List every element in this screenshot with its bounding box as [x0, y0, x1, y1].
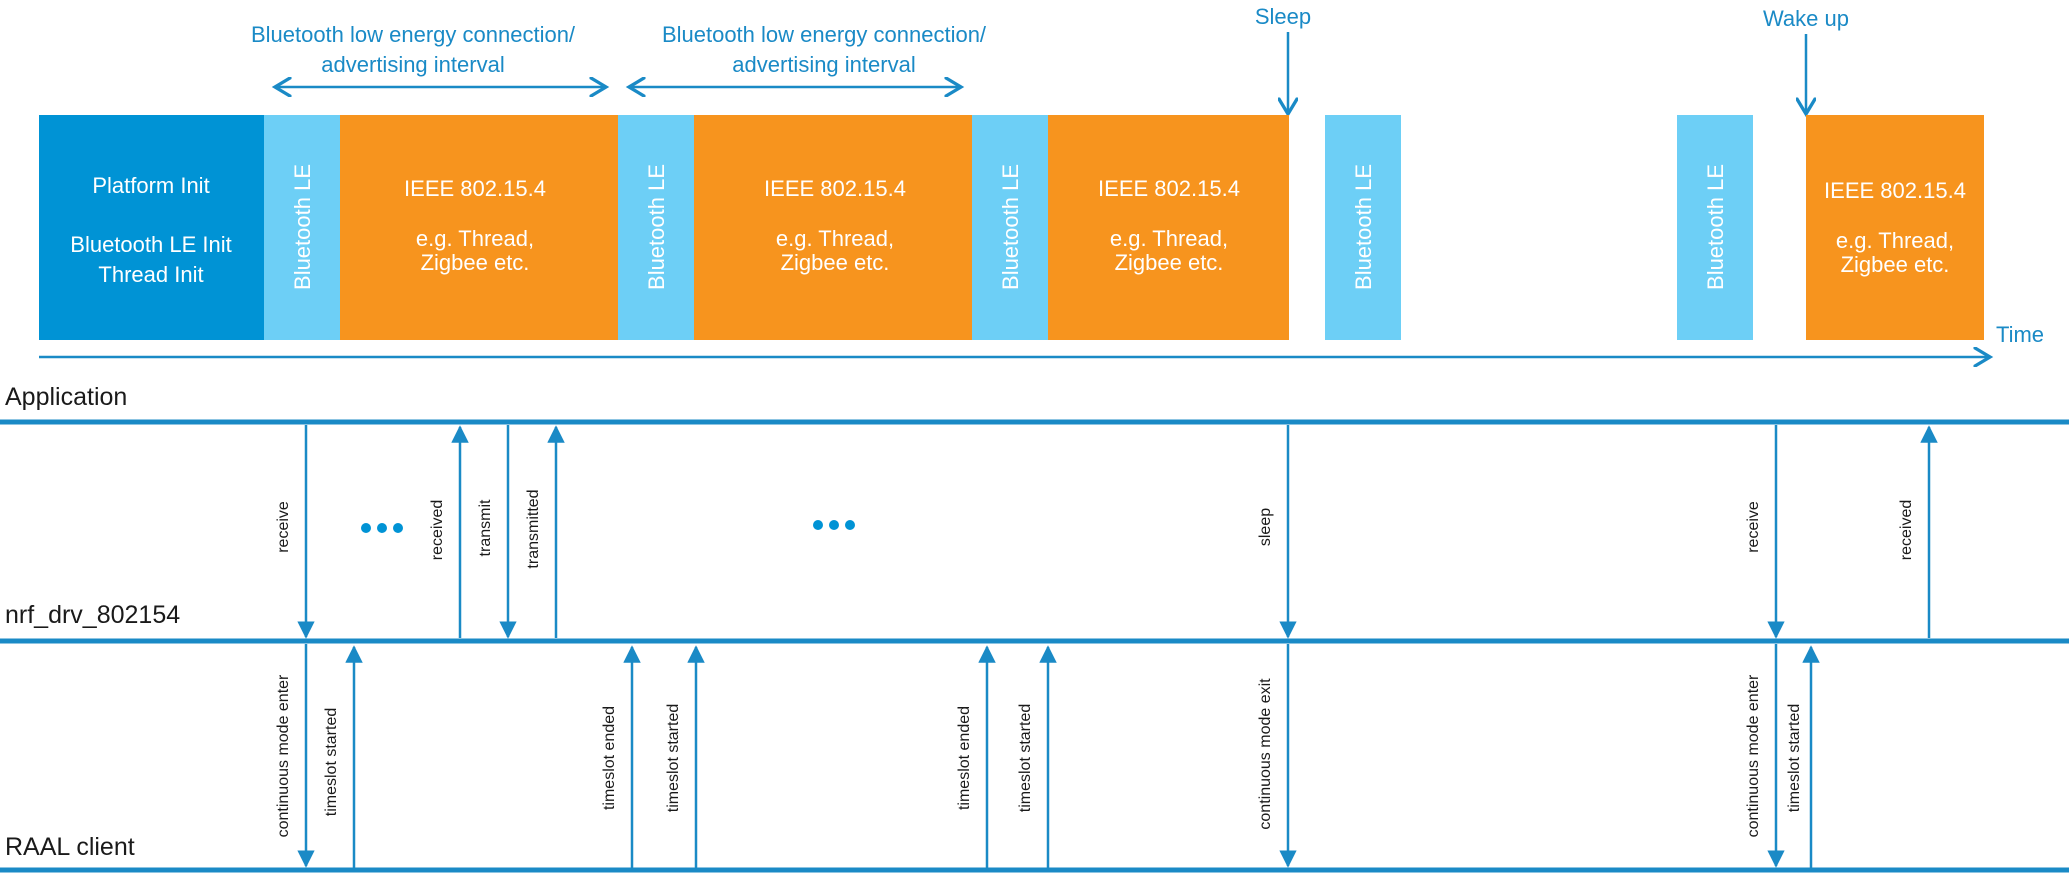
interval-label-2-line2: advertising interval: [732, 52, 915, 77]
msg-label-receive-2: receive: [1745, 501, 1762, 553]
msg-label-timeslot-started-1: timeslot started: [323, 708, 340, 816]
ieee-block-3: [1048, 115, 1289, 340]
msg-label-timeslot-started-2: timeslot started: [665, 704, 682, 812]
ble-block-1: [264, 115, 340, 340]
ieee-block-2-line2: e.g. Thread,: [776, 226, 894, 251]
ieee-block-2: [694, 115, 972, 340]
ieee-block-3-line2: e.g. Thread,: [1110, 226, 1228, 251]
ieee-block-2-line1: IEEE 802.15.4: [764, 176, 906, 201]
msg-label-receive-1: receive: [275, 501, 292, 553]
msg-label-continuous-mode-exit: continuous mode exit: [1257, 678, 1274, 830]
init-block-line3: Thread Init: [98, 262, 203, 287]
msg-label-received-1: received: [429, 500, 446, 560]
init-block: [39, 115, 264, 340]
ble-block-2: [618, 115, 694, 340]
time-axis-label: Time: [1996, 322, 2044, 347]
ble-block-3-label: Bluetooth LE: [998, 164, 1023, 290]
ble-block-5-label: Bluetooth LE: [1703, 164, 1728, 290]
msg-label-transmitted: transmitted: [525, 489, 542, 568]
ieee-block-4-line3: Zigbee etc.: [1841, 252, 1950, 277]
ble-block-4-label: Bluetooth LE: [1351, 164, 1376, 290]
ieee-block-4-line2: e.g. Thread,: [1836, 228, 1954, 253]
interval-label-2-line1: Bluetooth low energy connection/: [662, 22, 987, 47]
ellipsis-icon: [361, 523, 403, 533]
sleep-label: Sleep: [1255, 4, 1311, 29]
ble-block-2-label: Bluetooth LE: [644, 164, 669, 290]
msg-label-timeslot-started-4: timeslot started: [1786, 704, 1803, 812]
ellipsis-icon: [813, 520, 855, 530]
ieee-block-3-line1: IEEE 802.15.4: [1098, 176, 1240, 201]
msg-label-continuous-mode-enter-2: continuous mode enter: [1745, 674, 1762, 837]
msg-label-sleep: sleep: [1257, 508, 1274, 546]
msg-label-received-2: received: [1898, 500, 1915, 560]
layer-label-application: Application: [5, 383, 127, 411]
init-block-line1: Platform Init: [92, 173, 209, 198]
msg-label-timeslot-started-3: timeslot started: [1017, 704, 1034, 812]
ble-block-4: [1325, 115, 1401, 340]
interval-label-1-line2: advertising interval: [321, 52, 504, 77]
ieee-block-3-line3: Zigbee etc.: [1115, 250, 1224, 275]
layer-label-raal: RAAL client: [5, 833, 135, 861]
interval-label-1-line1: Bluetooth low energy connection/: [251, 22, 576, 47]
ieee-block-1-line3: Zigbee etc.: [421, 250, 530, 275]
ble-block-1-label: Bluetooth LE: [290, 164, 315, 290]
ble-block-3: [972, 115, 1048, 340]
ble-block-5: [1677, 115, 1753, 340]
ieee-block-1: [340, 115, 618, 340]
layer-label-driver: nrf_drv_802154: [5, 601, 180, 629]
init-block-line2: Bluetooth LE Init: [70, 232, 231, 257]
ieee-block-4: [1806, 115, 1984, 340]
msg-label-continuous-mode-enter-1: continuous mode enter: [275, 674, 292, 837]
ieee-block-2-line3: Zigbee etc.: [781, 250, 890, 275]
wakeup-label: Wake up: [1763, 6, 1849, 31]
ieee-block-1-line2: e.g. Thread,: [416, 226, 534, 251]
msg-label-transmit: transmit: [477, 499, 494, 556]
msg-label-timeslot-ended-2: timeslot ended: [956, 706, 973, 810]
ieee-block-4-line1: IEEE 802.15.4: [1824, 178, 1966, 203]
ieee-block-1-line1: IEEE 802.15.4: [404, 176, 546, 201]
msg-label-timeslot-ended-1: timeslot ended: [601, 706, 618, 810]
